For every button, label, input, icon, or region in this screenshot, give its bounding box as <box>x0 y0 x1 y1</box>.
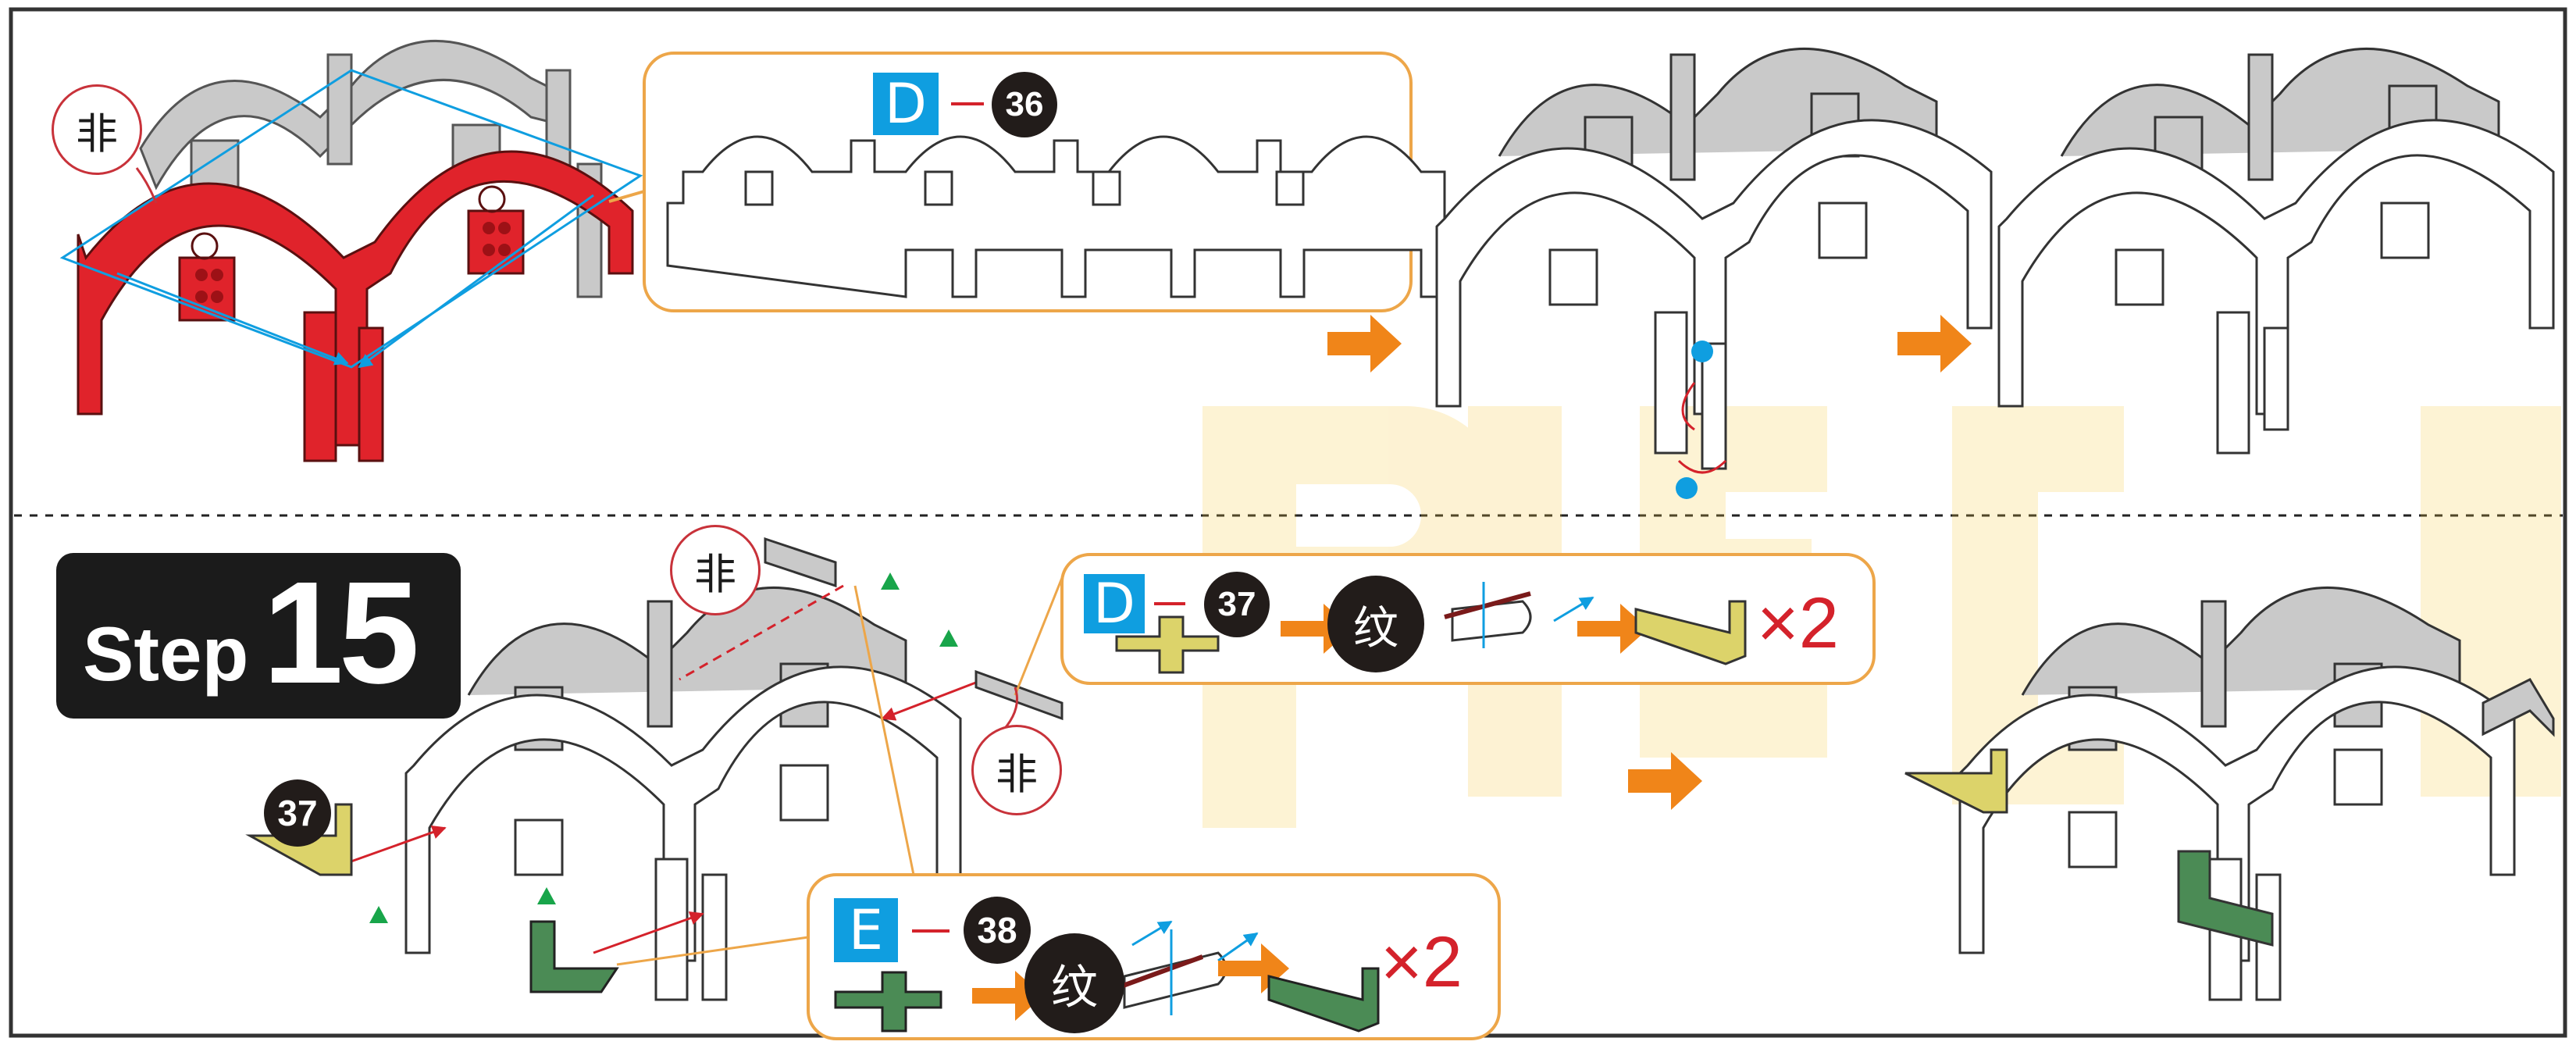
bottom-left-model <box>335 584 985 1001</box>
bottom-fei-label-a: 非 <box>670 525 761 615</box>
callout-d36 <box>608 52 1462 312</box>
top-callout-part-badge: 36 <box>992 72 1057 137</box>
callout-d37-dash <box>1154 602 1185 605</box>
callout-d37-multiplier: ×2 <box>1757 583 1839 663</box>
process-arrow-bottom <box>1628 752 1702 810</box>
top-middle-model <box>1435 48 1993 499</box>
gray-part-right <box>974 669 1064 721</box>
callout-d37-sheet-badge: D <box>1084 572 1145 636</box>
top-fei-label: 非 <box>52 84 142 175</box>
process-arrow-top-2 <box>1897 315 1972 373</box>
bottom-right-model <box>1904 587 2555 1001</box>
callout-e38-sheet-badge: E <box>834 898 898 962</box>
top-callout-dash <box>951 102 984 105</box>
callout-e38-fold-mark: 纹 <box>1024 933 1124 1033</box>
top-left-model <box>59 39 643 462</box>
top-fei-text: 非 <box>76 109 118 159</box>
callout-e38-part-badge: 38 <box>964 897 1031 964</box>
bottom-fei-label-b: 非 <box>971 725 1062 815</box>
marker-triangle <box>881 572 900 590</box>
callout-d37-part-badge: 37 <box>1204 572 1270 637</box>
step-number: 15 <box>262 552 419 715</box>
top-callout-sheet-badge: D <box>873 72 939 136</box>
callout-d37 <box>1060 553 1876 685</box>
marker-triangle <box>939 629 958 647</box>
callout-e38-multiplier: ×2 <box>1381 922 1463 1002</box>
top-right-model <box>1997 48 2555 455</box>
bottom-part-badge-37: 37 <box>264 779 331 847</box>
marker-triangle <box>537 887 556 904</box>
process-arrow-top-1 <box>1327 315 1402 373</box>
step-label: Step 15 <box>56 553 461 719</box>
gray-part-upper <box>764 537 837 588</box>
marker-triangle <box>369 906 388 923</box>
green-part-38 <box>529 920 619 993</box>
step-word: Step <box>83 611 249 697</box>
callout-e38-dash <box>912 929 950 933</box>
callout-d37-fold-mark: 纹 <box>1327 576 1424 672</box>
